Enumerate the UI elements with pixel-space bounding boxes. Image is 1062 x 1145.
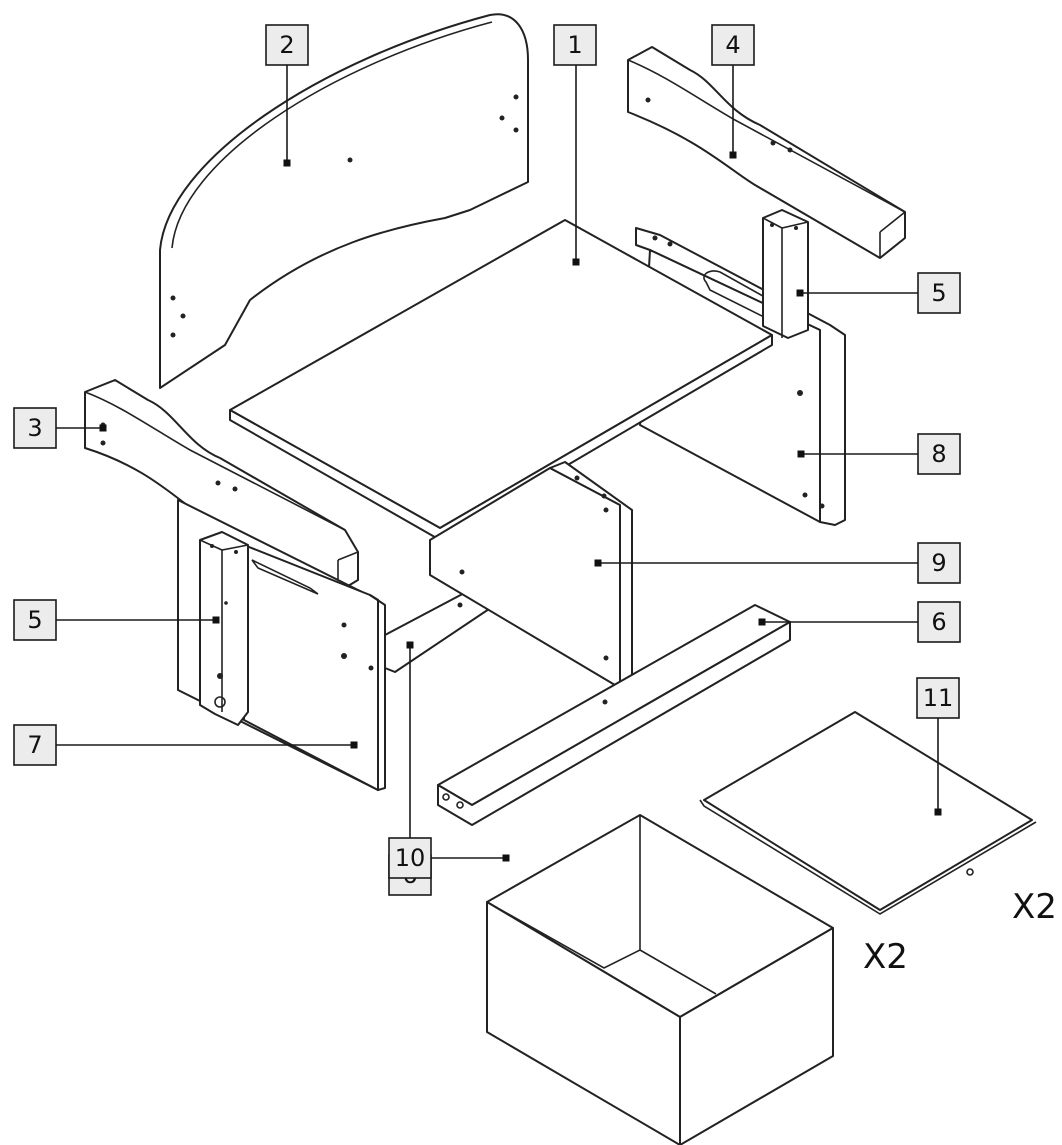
callout-group-1: 1	[553, 24, 597, 266]
seat-board	[229, 219, 773, 541]
callout-label-7: 7	[27, 731, 42, 759]
callout-group-9: 9	[594, 542, 961, 584]
callout-group-3: 3	[13, 407, 107, 449]
callout-group-5-right: 5	[796, 272, 961, 314]
callout-label-6-right: 6	[931, 608, 946, 636]
callout-label-11: 11	[923, 684, 954, 712]
callout-label-5-right: 5	[931, 279, 946, 307]
right-post	[762, 209, 809, 339]
left-stretcher	[384, 589, 496, 673]
callout-group-2: 2	[265, 24, 309, 167]
callout-label-8: 8	[931, 440, 946, 468]
callout-label-9: 9	[931, 549, 946, 577]
storage-box	[486, 814, 834, 1145]
callout-label-10: 10	[395, 844, 426, 872]
left-post	[199, 531, 249, 726]
callout-group-11: 11	[916, 677, 960, 816]
right-armrest	[627, 46, 906, 259]
callout-group-5-left: 5	[13, 599, 220, 641]
callout-group-4: 4	[711, 24, 755, 159]
backrest-panel	[159, 13, 529, 389]
callout-label-4: 4	[725, 31, 740, 59]
center-divider	[429, 461, 633, 689]
callout-label-2: 2	[279, 31, 294, 59]
box-lid	[699, 711, 1037, 915]
callout-group-8: 8	[797, 433, 961, 475]
callout-group-6-right: 6	[758, 601, 961, 643]
callout-group-7: 7	[13, 724, 358, 766]
callout-label-5-left: 5	[27, 606, 42, 634]
quantity-label-box-lid: X2	[1012, 887, 1057, 927]
callout-label-1: 1	[567, 31, 582, 59]
callout-label-3: 3	[27, 414, 42, 442]
callout-group-10: 10	[388, 837, 510, 879]
quantity-label-storage-box: X2	[863, 937, 908, 977]
